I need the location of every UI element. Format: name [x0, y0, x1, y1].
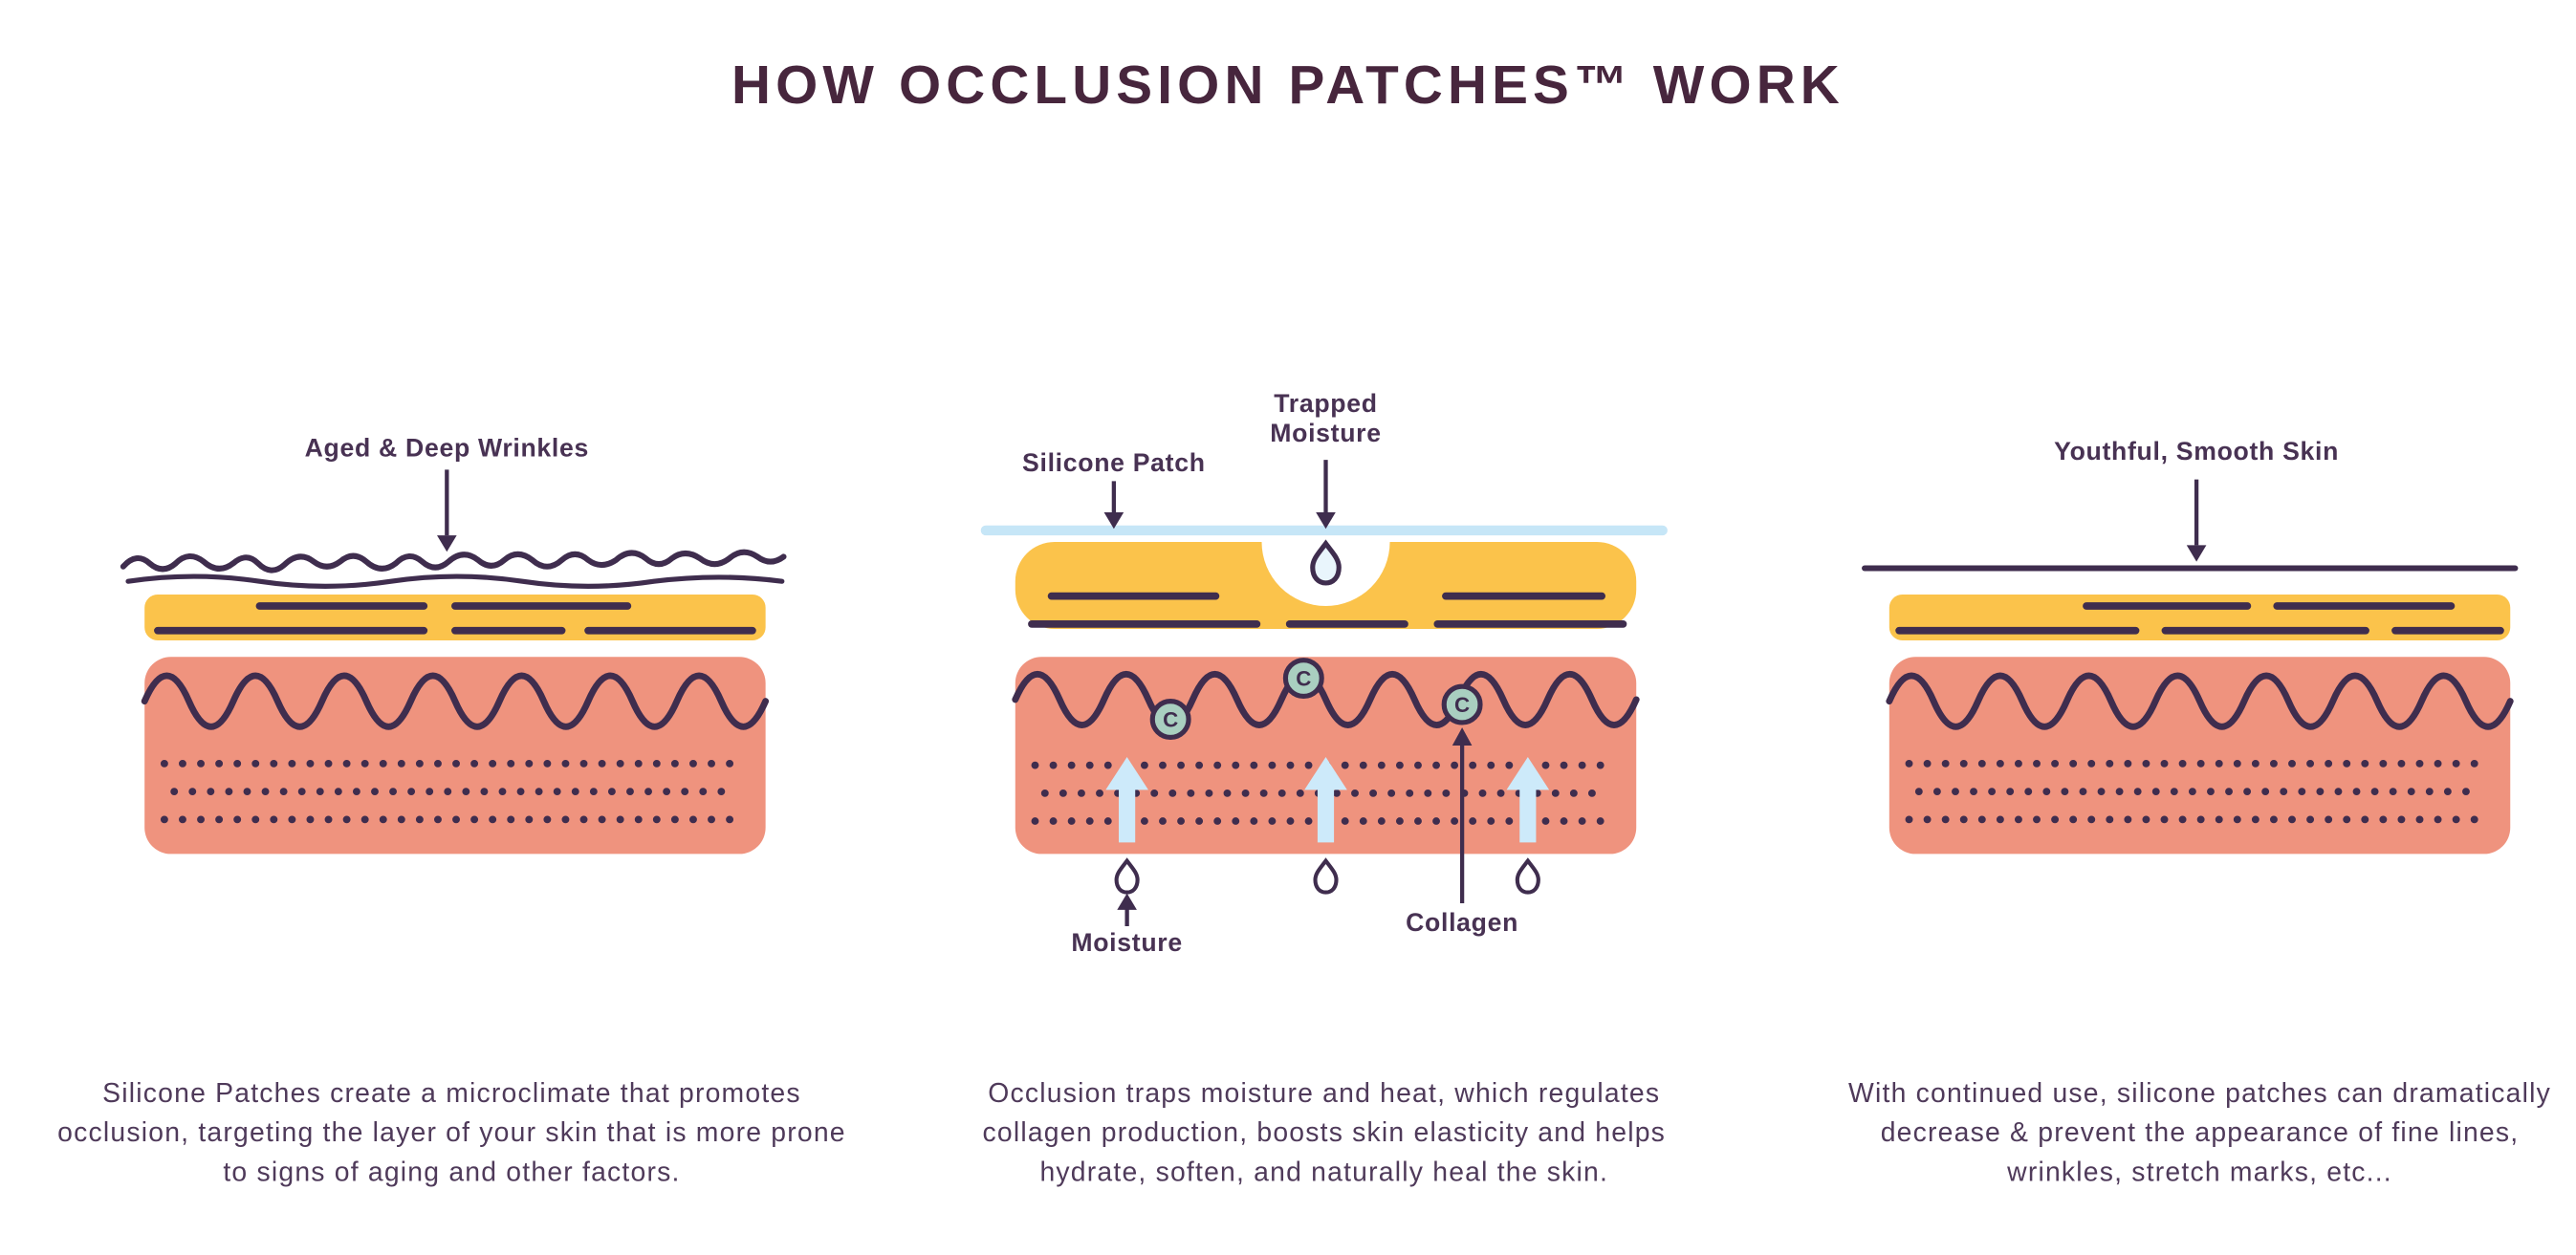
arrow-up-icon: [1117, 893, 1137, 927]
caption-aged-wrinkles: Silicone Patches create a microclimate t…: [57, 1078, 846, 1187]
collagen-symbol: C: [1163, 707, 1178, 731]
dermis-layer: [144, 657, 766, 855]
silicone-patch-label: Silicone Patch: [1022, 449, 1206, 478]
epidermis-dashes: [1028, 592, 1627, 628]
collagen-label: Collagen: [1406, 909, 1519, 939]
skin-surface-line: [125, 573, 785, 589]
collagen-symbol: C: [1454, 693, 1470, 717]
collagen-circle-icon: C C C: [1149, 658, 1483, 741]
collagen-pointer-arrow-icon: [1452, 727, 1473, 903]
dermis-wave-line: [141, 672, 770, 730]
dermis-layer: [1888, 657, 2511, 855]
dermis-wave-line: [1012, 670, 1640, 728]
epidermis-dashes: [154, 602, 756, 635]
epidermis-dashes: [1895, 602, 2504, 635]
dermis-dots: [160, 760, 750, 824]
caption-occlusion: Occlusion traps moisture and heat, which…: [982, 1078, 1667, 1187]
collagen-symbol: C: [1296, 666, 1311, 690]
youthful-skin-label: Youthful, Smooth Skin: [2054, 438, 2340, 466]
dermis-wave-line: [1886, 672, 2514, 730]
moisture-up-arrow-icon: [1105, 757, 1550, 843]
moisture-droplet-icon: [1114, 857, 1540, 895]
panel-aged-wrinkles: Aged & Deep Wrinkles: [66, 394, 839, 903]
arrow-down-icon: [437, 469, 457, 552]
arrow-down-icon: [2186, 479, 2207, 562]
aged-wrinkles-label: Aged & Deep Wrinkles: [304, 435, 590, 464]
trapped-moisture-label: Trapped Moisture: [1270, 390, 1382, 449]
panel-occlusion: C C C: [952, 378, 1692, 977]
moisture-label: Moisture: [1071, 929, 1183, 958]
smooth-skin-diagram: [1862, 479, 2519, 855]
dermis-dots: [1905, 760, 2495, 824]
aged-skin-diagram: [120, 469, 787, 855]
trapped-moisture-droplet-icon: [1310, 539, 1342, 586]
wrinkled-skin-line: [120, 549, 787, 573]
caption-youthful-skin: With continued use, silicone patches can…: [1848, 1078, 2552, 1187]
occlusion-diagram: C C C: [980, 460, 1668, 927]
panel-youthful-skin: Youthful, Smooth Skin: [1823, 394, 2563, 903]
arrow-down-icon: [1103, 460, 1336, 530]
page-title: HOW OCCLUSION PATCHES™ WORK: [731, 54, 1845, 116]
